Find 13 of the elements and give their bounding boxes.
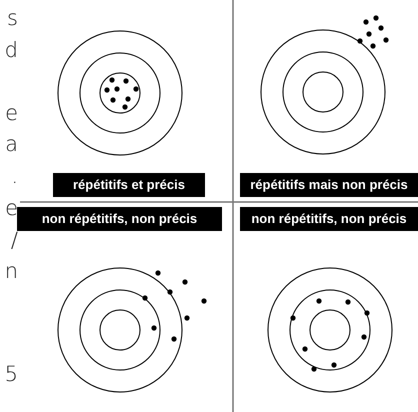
text-fragment: .	[11, 164, 18, 188]
caption-label: répétitifs mais non précis	[240, 173, 418, 197]
text-fragment: a	[5, 132, 18, 156]
text-fragment: e	[5, 101, 18, 125]
text-fragment: d	[4, 38, 18, 62]
caption-label: non répétitifs, non précis	[17, 207, 222, 231]
text-fragment: /	[10, 228, 18, 252]
text-fragment: n	[4, 259, 18, 283]
caption-label: non répétitifs, non précis	[240, 207, 418, 231]
text-fragment: s	[7, 6, 18, 30]
caption-label: répétitifs et précis	[53, 173, 205, 197]
text-fragment: e	[5, 196, 18, 220]
page-number: 5	[4, 362, 18, 386]
